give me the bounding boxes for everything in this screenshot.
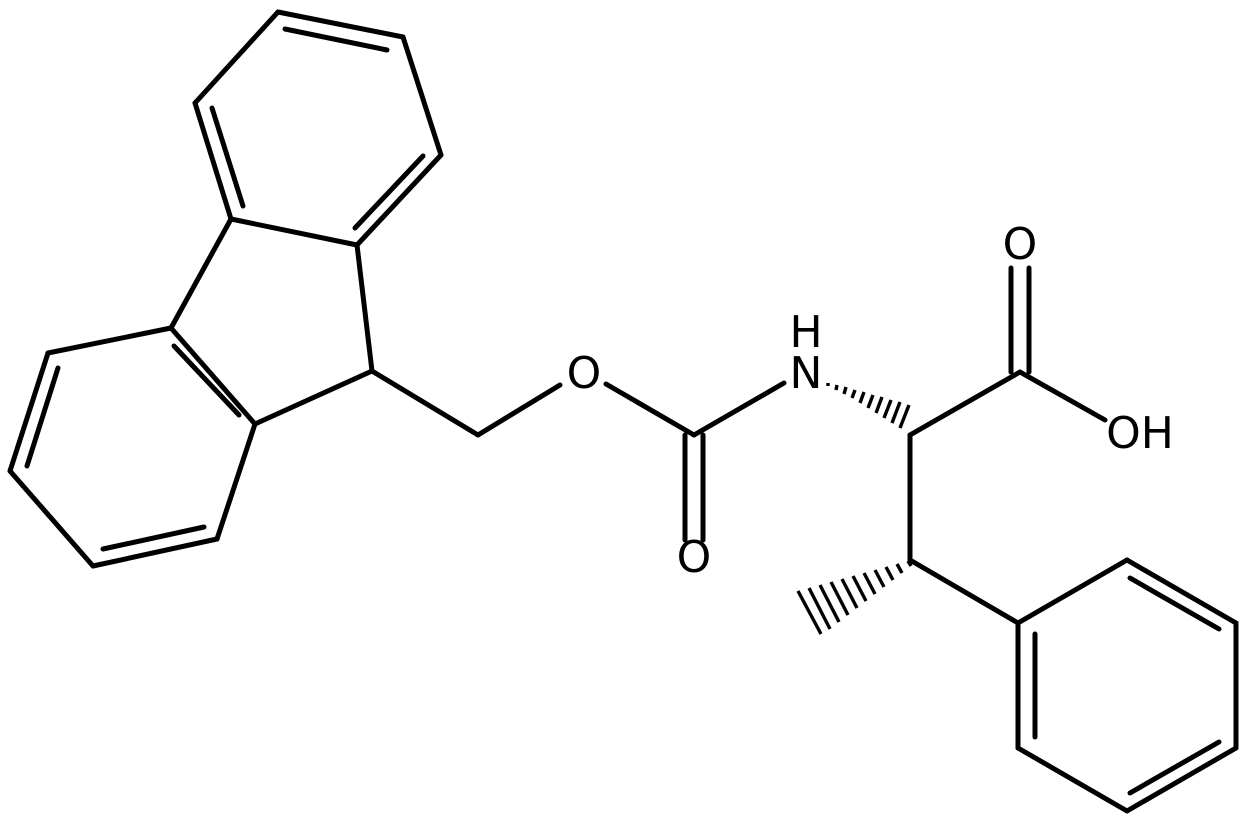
alpha-carbon-hashed-wedge	[826, 383, 911, 429]
ester-oxygen-label: O	[567, 348, 602, 399]
carbamate-carbonyl-oxygen-label: O	[677, 532, 712, 583]
methyl-hashed-wedge	[796, 560, 913, 635]
fluorene-upper-benzene-ring	[192, 9, 444, 248]
fluorene-lower-benzene-ring	[7, 325, 258, 569]
fluorene-five-membered-ring	[168, 216, 375, 427]
acid-carbonyl-oxygen-label: O	[1003, 219, 1038, 270]
fmoc-linker-bonds	[369, 368, 787, 543]
acid-hydroxyl-label: OH	[1106, 408, 1174, 459]
beta-carbon-bonds	[907, 432, 1021, 626]
carbamate-nitrogen-h-label: H	[789, 307, 822, 358]
phenyl-ring	[1015, 557, 1239, 814]
carboxylic-acid-bonds	[907, 265, 1108, 438]
carbamate-nitrogen-label: N	[790, 348, 823, 399]
